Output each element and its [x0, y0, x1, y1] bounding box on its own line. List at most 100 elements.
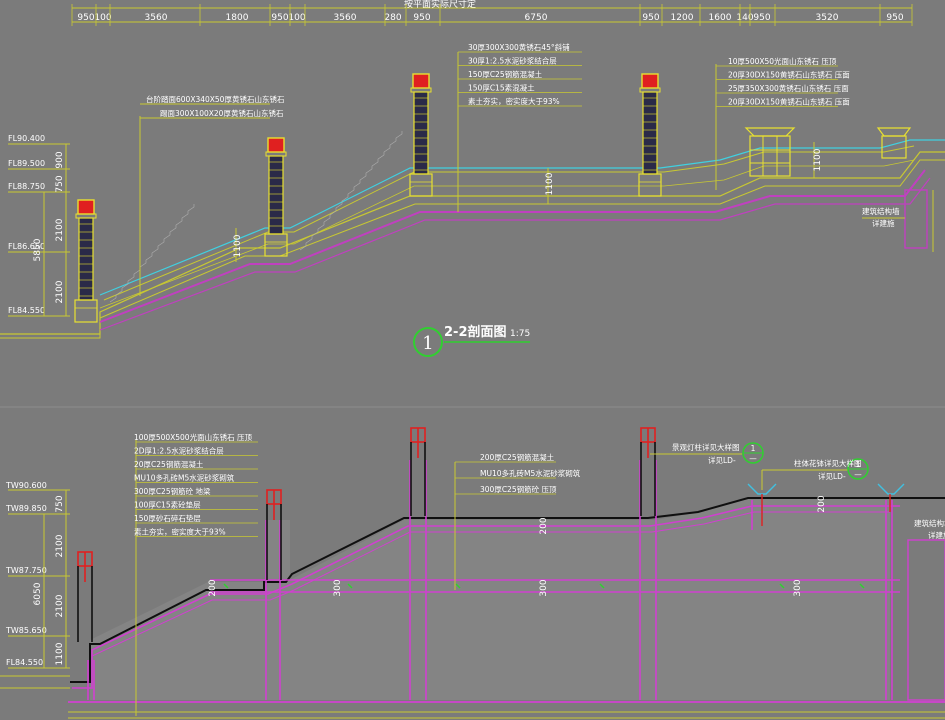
top-building-note: 建筑结构墙 详建施: [862, 206, 905, 228]
vdim: 750: [55, 495, 65, 512]
bottom-notes-left: 100厚500X500光面山东锈石 压顶2D厚1:2.5水泥砂浆结合层20厚C2…: [134, 432, 258, 716]
callout-num: 1: [856, 460, 861, 469]
vdim: 2100: [55, 218, 65, 241]
beam-dim: 300: [333, 579, 343, 596]
callout-text: 景观灯柱详见大样图: [672, 442, 740, 452]
callout-den: —: [854, 470, 862, 479]
top-dim-label: 3560: [334, 13, 357, 23]
level-label: FL84.550: [6, 658, 43, 667]
note-line: 100厚C15素砼垫层: [134, 500, 201, 510]
level-label: FL88.750: [8, 182, 45, 191]
callout-text: 柱体花钵详见大样图: [794, 458, 862, 468]
vdim: 900: [55, 151, 65, 168]
top-height-dims: 1100 1100 1100: [233, 142, 823, 262]
lamp-pillar-section: [640, 427, 656, 516]
lamp-pillar: [409, 73, 433, 197]
top-dim-label: 3520: [816, 13, 839, 23]
vdim: 1100: [545, 172, 555, 195]
note-line: 30厚300X300黄锈石45°斜铺: [468, 42, 570, 52]
callout-pier: 1 — 柱体花钵详见大样图 详见LD-: [761, 458, 869, 490]
level-label: FL86.650: [8, 242, 45, 251]
callout-ref: 详见LD-: [708, 455, 736, 465]
top-dim-label: 950: [271, 13, 288, 23]
level-label: TW90.600: [5, 481, 47, 490]
lamp-pillar: [638, 73, 662, 197]
note-line: 30厚1:2.5水泥砂浆结合层: [468, 56, 557, 66]
vdim: 750: [55, 175, 65, 192]
note-line: 建筑结构墙: [862, 206, 900, 216]
note-line: 150厚C25钢筋混凝土: [468, 69, 543, 79]
note-line: 150厚砂石碎石垫层: [134, 513, 201, 523]
lamp-pillar-section: [266, 489, 282, 580]
section-scale: 1:75: [510, 329, 530, 339]
callout-lamp: 1 — 景观灯柱详见大样图 详见LD-: [650, 442, 764, 465]
vdim: 6050: [33, 582, 43, 605]
note-line: 踢面300X100X20厚黄锈石山东锈石: [160, 108, 284, 118]
top-dim-label: 1800: [226, 13, 249, 23]
stone-pier: [876, 127, 912, 159]
top-dim-label: 100: [288, 13, 305, 23]
lamp-pillar: [264, 137, 288, 257]
top-dim-label: 3560: [145, 13, 168, 23]
beam-dim: 200: [817, 495, 827, 512]
note-line: 建筑结构墙: [914, 518, 945, 528]
top-lamp-pillars: [74, 73, 662, 323]
note-line: 300厚C25钢筋砼 地梁: [134, 486, 211, 496]
note-line: 20厚30DX150黄锈石山东锈石 压面: [728, 70, 850, 80]
vdim: 1100: [55, 642, 65, 665]
vdim: 2100: [55, 594, 65, 617]
top-dim-label: 950: [77, 13, 94, 23]
note-line: 10厚500X50光面山东锈石 压顶: [728, 56, 837, 66]
note-line: 素土夯实，密实度大于93%: [468, 96, 560, 106]
note-line: 100厚500X500光面山东锈石 压顶: [134, 432, 252, 442]
note-line: 详建施: [872, 218, 895, 228]
top-dim-label: 950: [413, 13, 430, 23]
level-label: TW87.750: [5, 566, 47, 575]
top-dim-label: 950: [753, 13, 770, 23]
top-dim-label: 280: [384, 13, 401, 23]
section-title-block: 1 2-2剖面图 1:75: [413, 324, 530, 357]
note-line: MU10多孔砖M5水泥砂浆砌筑: [480, 468, 581, 478]
stone-pier: [744, 127, 796, 177]
level-label: FL89.500: [8, 159, 45, 168]
note-line: 台阶踏面600X340X50厚黄锈石山东锈石: [146, 94, 285, 104]
top-dim-label: 100: [94, 13, 111, 23]
level-label: FL84.550: [8, 306, 45, 315]
top-dim-label: 1200: [671, 13, 694, 23]
top-notes-left: 台阶踏面600X340X50厚黄锈石山东锈石 踢面300X100X20厚黄锈石山…: [139, 94, 285, 296]
vdim: 1100: [813, 148, 823, 171]
beam-dim: 200: [539, 517, 549, 534]
section-number: 1: [422, 333, 433, 354]
lamp-pillar-section: [410, 427, 426, 516]
note-line: 20厚C25钢筋混凝土: [134, 459, 204, 469]
note-line: 详建施: [928, 530, 945, 540]
lamp-pillar-section: [77, 551, 93, 642]
note-line: 200厚C25钢筋混凝土: [480, 452, 555, 462]
vdim: 2100: [55, 534, 65, 557]
bottom-level-marks: TW90.600 TW89.850 TW87.750 TW85.650 FL84…: [5, 481, 70, 669]
top-dim-label: 140: [736, 13, 753, 23]
bottom-section-body: [0, 460, 945, 719]
note-line: 150厚C15素混凝土: [468, 83, 535, 93]
section-title: 2-2剖面图: [444, 324, 507, 340]
top-dim-label: 950: [642, 13, 659, 23]
vdim: 5850: [33, 238, 43, 261]
callout-den: —: [749, 454, 757, 463]
note-line: 20厚30DX150黄锈石山东锈石 压面: [728, 97, 850, 107]
top-notes-mid: 30厚300X300黄锈石45°斜铺 30厚1:2.5水泥砂浆结合层 150厚C25…: [457, 42, 582, 212]
callout-num: 1: [751, 444, 756, 453]
bottom-notes-mid: 200厚C25钢筋混凝土 MU10多孔砖M5水泥砂浆砌筑 300厚C25钢筋砼 压顶: [454, 452, 581, 590]
vdim: 1100: [233, 234, 243, 257]
top-dim-label: 1600: [709, 13, 732, 23]
callout-ref: 详见LD-: [818, 471, 846, 481]
beam-dim: 300: [539, 579, 549, 596]
bottom-building-note: 建筑结构墙 详建施: [914, 518, 945, 540]
bottom-beam-dims: 200 300 300 300 200 200: [208, 495, 827, 596]
top-dim-label: 6750: [525, 13, 548, 23]
bottom-pier-tops: [747, 483, 905, 526]
note-line: 300厚C25钢筋砼 压顶: [480, 484, 557, 494]
top-stone-piers: [744, 127, 912, 177]
